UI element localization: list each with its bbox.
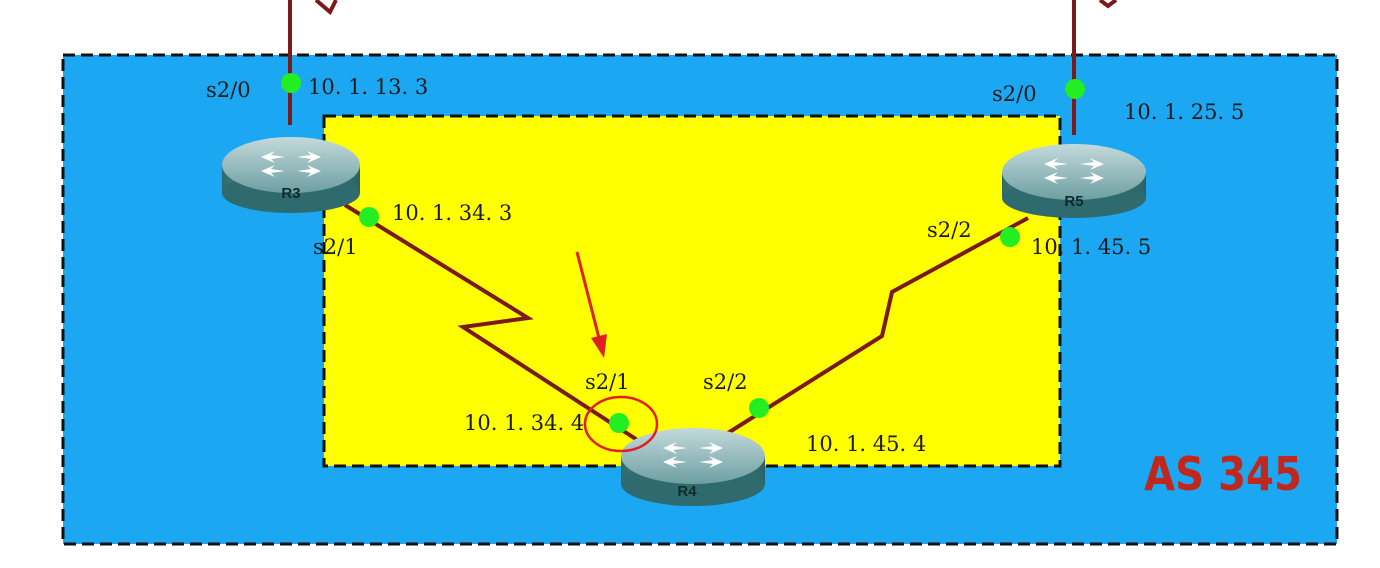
router-r5[interactable]: R5 bbox=[1002, 144, 1146, 218]
r4-s2-1-name: s2/1 bbox=[585, 370, 630, 394]
highlight-circle bbox=[583, 395, 659, 453]
router-r4[interactable]: R4 bbox=[621, 428, 765, 506]
r3-r4-serial-link bbox=[343, 203, 644, 445]
r3-s2-1-ip: 10. 1. 34. 3 bbox=[392, 201, 512, 225]
r5-s2-2-ip: 10. 1. 45. 5 bbox=[1031, 235, 1151, 259]
r5-s2-2-port[interactable] bbox=[1000, 227, 1020, 247]
r3-s2-1-port[interactable] bbox=[359, 207, 379, 227]
r4-s2-1-ip: 10. 1. 34. 4 bbox=[464, 411, 584, 435]
r3-s2-0-ip: 10. 1. 13. 3 bbox=[308, 75, 428, 99]
r4-r5-serial-link bbox=[710, 216, 1029, 445]
r4-s2-2-name: s2/2 bbox=[703, 370, 748, 394]
router-r3-top bbox=[222, 137, 360, 193]
highlight-arrow-head bbox=[591, 334, 607, 358]
router-r5-name: R5 bbox=[1064, 193, 1083, 210]
highlight-arrow-shaft bbox=[575, 251, 602, 343]
r4-s2-1-port[interactable] bbox=[609, 413, 629, 433]
r5-s2-2-name: s2/2 bbox=[927, 218, 972, 242]
router-r4-top bbox=[621, 428, 765, 484]
r4-s2-2-ip: 10. 1. 45. 4 bbox=[806, 432, 926, 456]
r3-s2-0-name: s2/0 bbox=[206, 78, 251, 102]
r5-s2-0-ip: 10. 1. 25. 5 bbox=[1124, 100, 1244, 124]
r3-s2-0-port[interactable] bbox=[281, 73, 301, 93]
router-r5-top bbox=[1002, 144, 1146, 200]
r3-s2-1-name: s2/1 bbox=[313, 235, 358, 259]
as-label: AS 345 bbox=[1144, 447, 1302, 501]
router-r3[interactable]: R3 bbox=[222, 137, 360, 213]
router-r4-name: R4 bbox=[677, 483, 697, 500]
r4-s2-2-port[interactable] bbox=[749, 398, 769, 418]
r5-upstream-link-zigzag bbox=[1098, 0, 1118, 9]
r3-upstream-link-zigzag bbox=[314, 0, 338, 16]
router-r3-name: R3 bbox=[281, 185, 300, 202]
r5-s2-0-port[interactable] bbox=[1065, 79, 1085, 99]
inner-area bbox=[322, 114, 1062, 468]
r5-s2-0-name: s2/0 bbox=[992, 82, 1037, 106]
